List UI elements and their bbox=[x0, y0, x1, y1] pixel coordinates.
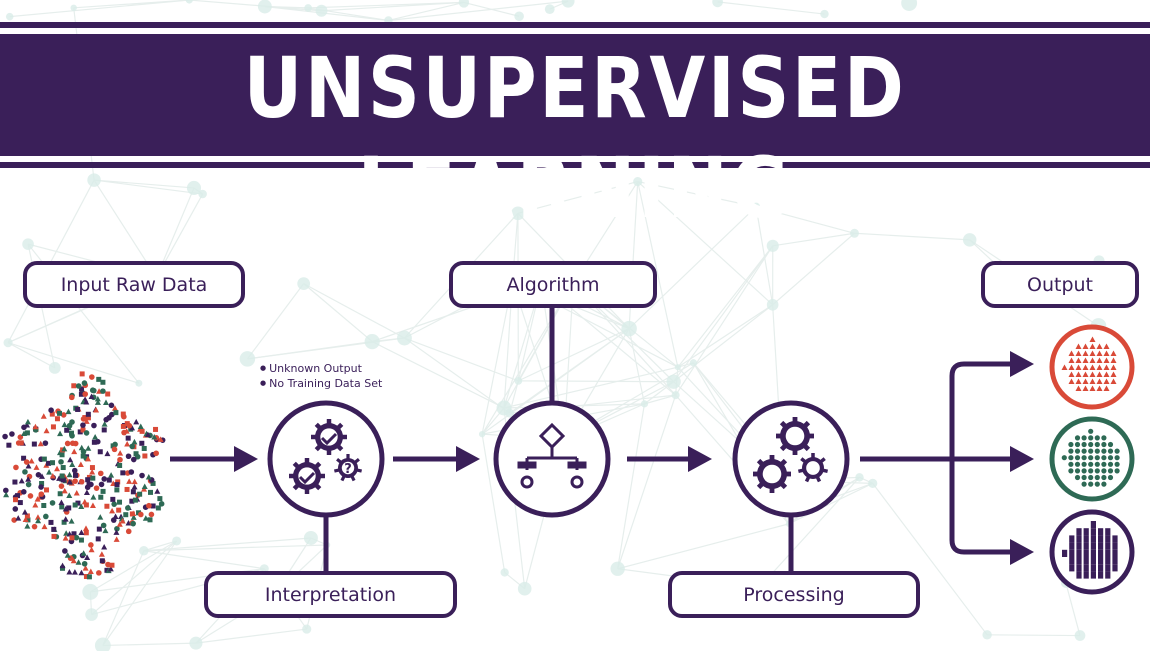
page-title: UNSUPERVISED LEARNING bbox=[243, 39, 907, 237]
flowchart-icon bbox=[517, 422, 587, 489]
interpretation-notes: Unknown Output No Training Data Set bbox=[260, 361, 382, 391]
algorithm-node bbox=[493, 400, 611, 518]
svg-text:?: ? bbox=[344, 462, 352, 477]
gears-check-question-icon: ? bbox=[289, 419, 363, 494]
label-input-raw-data: Input Raw Data bbox=[23, 261, 245, 308]
output-arrowhead-bottom bbox=[1010, 539, 1034, 565]
note-unknown-output: Unknown Output bbox=[260, 361, 382, 376]
label-processing: Processing bbox=[668, 571, 920, 618]
label-interpretation: Interpretation bbox=[204, 571, 457, 618]
square-cluster-icon bbox=[1062, 521, 1118, 579]
flow-arrow-2 bbox=[393, 446, 480, 472]
triangle-cluster-icon bbox=[1061, 336, 1117, 391]
raw-data-scatter bbox=[2, 371, 166, 580]
output-arrowhead-top bbox=[1010, 351, 1034, 377]
label-algorithm: Algorithm bbox=[449, 261, 657, 308]
note-no-training-data: No Training Data Set bbox=[260, 376, 382, 391]
processing-node bbox=[732, 400, 850, 518]
label-output: Output bbox=[981, 261, 1139, 308]
output-branch-arrows bbox=[860, 361, 1012, 555]
interpretation-node: ? bbox=[267, 400, 385, 518]
dot-cluster-icon bbox=[1061, 428, 1120, 487]
flow-arrow-3 bbox=[627, 446, 712, 472]
flow-arrow-1 bbox=[170, 446, 258, 472]
output-cluster-red bbox=[1049, 324, 1135, 410]
output-cluster-purple bbox=[1049, 509, 1135, 595]
title-banner bbox=[0, 22, 1150, 168]
gears-icon bbox=[753, 417, 829, 493]
output-arrowhead-middle bbox=[1010, 446, 1034, 472]
output-cluster-green bbox=[1049, 416, 1135, 502]
